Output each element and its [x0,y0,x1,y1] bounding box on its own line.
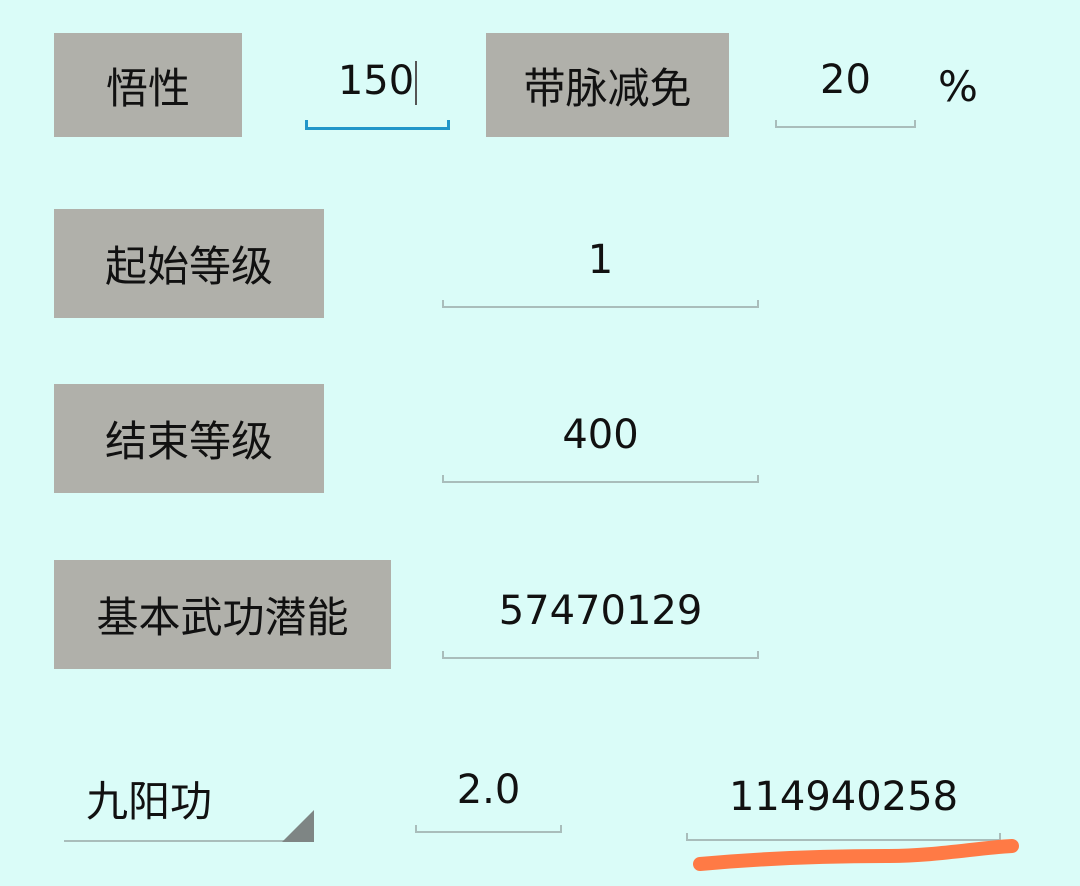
daimai-label: 带脉减免 [523,63,692,113]
input-underline [686,833,1001,841]
end-level-input[interactable]: 400 [442,395,759,483]
focus-underline [305,120,450,130]
skill-selected: 九阳功 [86,777,213,826]
input-underline [442,651,759,659]
multiplier-input[interactable]: 2.0 [415,755,562,833]
daimai-value: 20 [820,57,871,103]
input-underline [442,300,759,308]
text-cursor [415,60,418,105]
wuxing-button[interactable]: 悟性 [54,33,242,137]
result-value: 114940258 [728,773,959,820]
dropdown-underline [64,840,314,842]
start-level-button[interactable]: 起始等级 [54,209,324,318]
input-underline [415,825,562,833]
base-potential-input[interactable]: 57470129 [442,570,759,659]
end-level-button[interactable]: 结束等级 [54,384,324,493]
wuxing-label: 悟性 [105,63,190,113]
daimai-button[interactable]: 带脉减免 [486,33,729,137]
end-level-value: 400 [562,412,639,458]
base-potential-label: 基本武功潜能 [96,593,349,642]
input-underline [775,120,916,128]
end-level-label: 结束等级 [104,417,273,466]
skill-dropdown[interactable]: 九阳功 [64,768,314,842]
wuxing-input[interactable]: 150 [305,40,450,130]
start-level-input[interactable]: 1 [442,220,759,308]
percent-unit: % [938,62,978,111]
multiplier-value: 2.0 [456,767,521,813]
result-field[interactable]: 114940258 [686,760,1001,841]
daimai-input[interactable]: 20 [775,40,916,128]
start-level-label: 起始等级 [104,242,273,291]
base-potential-value: 57470129 [498,587,703,634]
start-level-value: 1 [587,237,614,283]
dropdown-arrow-icon [282,810,314,842]
base-potential-button[interactable]: 基本武功潜能 [54,560,391,669]
highlight-mark-annotation [693,839,1019,871]
wuxing-value: 150 [337,57,415,104]
input-underline [442,475,759,483]
